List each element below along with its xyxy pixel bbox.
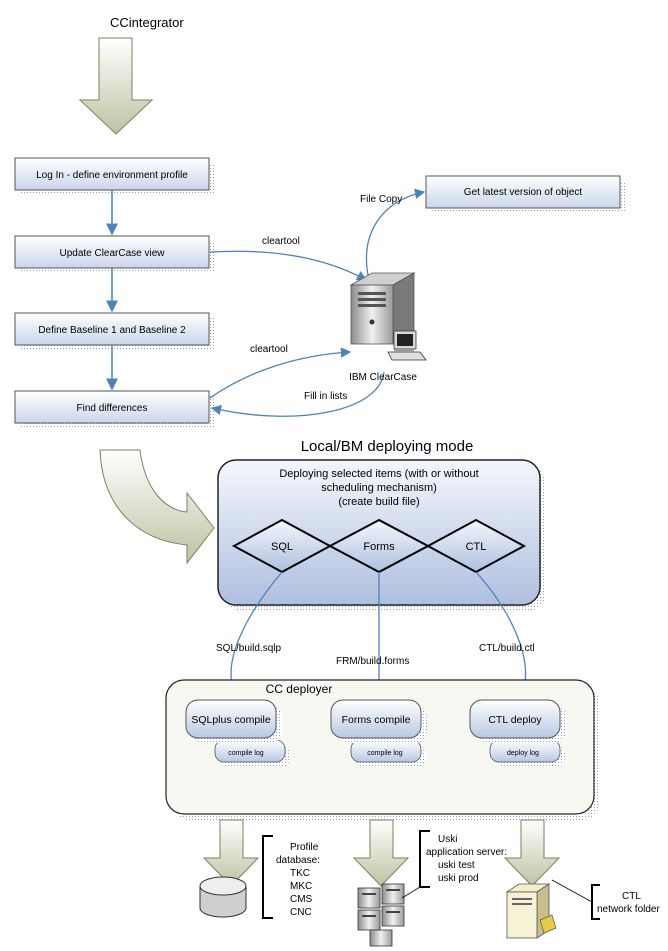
server-icon	[349, 272, 416, 345]
diamond-ctl: CTL	[425, 518, 527, 574]
diamond-sql-label: SQL	[271, 541, 293, 553]
step-login-label: Log In - define environment profile	[36, 170, 188, 181]
step-baseline-label: Define Baseline 1 and Baseline 2	[38, 325, 186, 336]
edge-cleartool-2-label: cleartool	[250, 344, 288, 355]
edge-ctl-build-label: CTL/build.ctl	[479, 643, 535, 654]
profile-db-line-2: TKC	[290, 868, 310, 879]
step-baseline: Define Baseline 1 and Baseline 2	[14, 312, 214, 350]
deploy-box-line1: Deploying selected items (with or withou…	[279, 468, 478, 480]
step-login: Log In - define environment profile	[14, 157, 214, 195]
down-arrow-icon	[78, 37, 154, 135]
module-forms: Forms compile compile log	[330, 699, 427, 767]
module-forms-log: compile log	[367, 750, 403, 757]
edge-fill-lists	[210, 371, 385, 417]
down-arrow-uski-icon	[352, 819, 410, 887]
step-diff-label: Find differences	[77, 403, 148, 414]
edge-sql-build-label: SQL/build.sqlp	[216, 643, 281, 654]
server-stack-icon	[357, 883, 405, 947]
step-update: Update ClearCase view	[14, 235, 214, 273]
module-ctl: CTL deploy deploy log	[469, 699, 566, 767]
edge-cleartool-1-label: cleartool	[262, 236, 300, 247]
uski-line-2: uski test	[438, 860, 475, 871]
module-sqlplus-label: SQLplus compile	[191, 714, 271, 726]
edge-cleartool-update	[209, 250, 368, 281]
database-icon	[199, 876, 247, 918]
diamond-forms-label: Forms	[363, 541, 395, 553]
latest-version-label: Get latest version of object	[464, 187, 583, 198]
down-arrow-db-icon	[202, 819, 260, 887]
ctl-label: CTL network folder	[551, 879, 660, 920]
latest-version-box: Get latest version of object	[425, 175, 625, 213]
title: CCintegrator	[110, 15, 184, 30]
deploy-mode-title: Local/BM deploying mode	[301, 438, 474, 455]
diamond-forms: Forms	[327, 518, 431, 574]
deploy-box-line3: (create build file)	[338, 496, 419, 508]
profile-db-line-1: database:	[276, 855, 320, 866]
ctl-line-0: CTL	[622, 891, 641, 902]
uski-line-1: application server:	[426, 847, 507, 858]
uski-line-3: uski prod	[438, 873, 479, 884]
profile-db-line-5: CNC	[290, 907, 312, 918]
deploy-box-line2: scheduling mechanism)	[321, 482, 437, 494]
ctl-server-icon	[505, 883, 557, 939]
step-update-label: Update ClearCase view	[59, 248, 165, 259]
edge-file-copy-label: File Copy	[360, 194, 402, 205]
down-arrow-ctl-icon	[503, 819, 561, 887]
workstation-icon	[387, 330, 427, 361]
edge-forms-build-label: FRM/build.forms	[336, 656, 409, 667]
curved-arrow-icon	[99, 449, 215, 565]
deployer-title: CC deployer	[266, 682, 333, 696]
profile-db-line-4: CMS	[290, 894, 313, 905]
step-diff: Find differences	[14, 390, 214, 428]
module-ctl-log: deploy log	[507, 750, 539, 757]
profile-db-label: Profile database: TKC MKC CMS CNC	[262, 835, 320, 919]
uski-line-0: Uski	[438, 834, 457, 845]
edge-cleartool-diff	[209, 347, 352, 399]
edge-file-copy	[366, 188, 426, 276]
module-forms-label: Forms compile	[342, 714, 411, 726]
ctl-line-1: network folder	[597, 904, 660, 915]
server-label: IBM ClearCase	[349, 372, 417, 383]
module-sqlplus-log: compile log	[228, 750, 264, 757]
profile-db-line-3: MKC	[290, 881, 312, 892]
uski-label: Uski application server: uski test uski …	[401, 830, 507, 899]
edge-fill-lists-label: Fill in lists	[304, 391, 347, 402]
profile-db-line-0: Profile	[290, 842, 319, 853]
module-ctl-label: CTL deploy	[488, 714, 542, 726]
module-sqlplus: SQLplus compile compile log	[185, 699, 290, 767]
diamond-ctl-label: CTL	[466, 541, 487, 553]
